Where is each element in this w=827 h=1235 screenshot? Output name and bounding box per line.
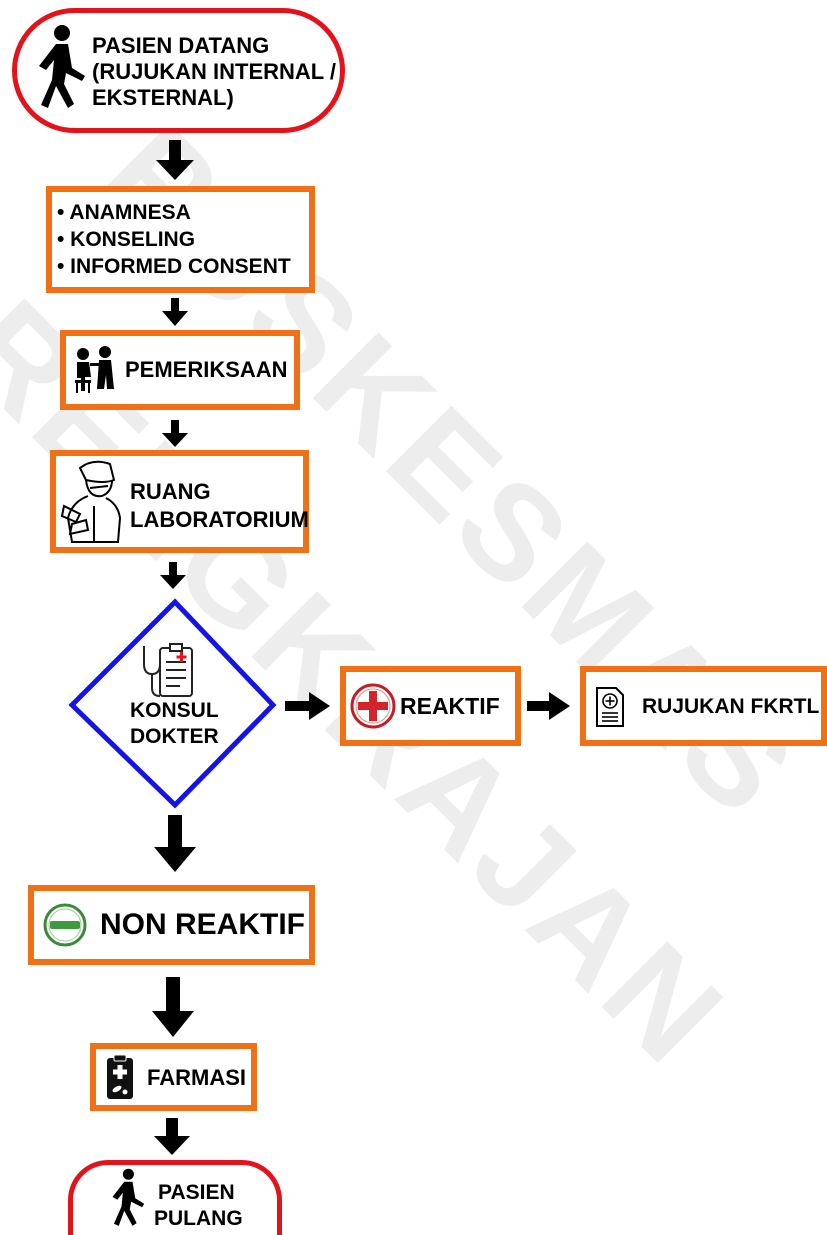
walking-person-icon: [112, 1168, 145, 1226]
walking-person-icon: [39, 25, 85, 108]
arrow-konsul-to-non-reaktif: [154, 815, 196, 872]
reaktif-box: [340, 666, 521, 746]
pharmacy-clipboard-icon: [107, 1054, 133, 1099]
start-line-3: EKSTERNAL): [92, 85, 234, 110]
arrow-lab-to-konsul: [160, 562, 186, 589]
end-line-1: PASIEN: [158, 1181, 235, 1204]
laboratorium-line-2: LABORATORIUM: [130, 507, 309, 532]
start-line-2: (RUJUKAN INTERNAL /: [92, 59, 337, 84]
end-line-2: PULANG: [154, 1207, 243, 1230]
konsul-line-2: DOKTER: [130, 725, 219, 748]
arrow-anamnesa-to-pemeriksaan: [162, 298, 188, 326]
non-reaktif-label: NON REAKTIF: [100, 908, 305, 941]
rujukan-box: [580, 666, 827, 746]
referral-document-icon: [596, 687, 624, 727]
konsul-decision-diamond: [68, 598, 277, 809]
arrow-start-to-anamnesa: [156, 140, 194, 180]
arrow-farmasi-to-end: [154, 1118, 190, 1155]
rujukan-label: RUJUKAN FKRTL: [642, 695, 820, 718]
arrow-reaktif-to-rujukan: [527, 692, 570, 720]
end-terminal: [68, 1160, 282, 1235]
farmasi-box: [90, 1043, 257, 1111]
pemeriksaan-label: PEMERIKSAAN: [125, 357, 288, 382]
konsul-line-1: KONSUL: [130, 699, 219, 722]
arrow-pemeriksaan-to-lab: [162, 420, 188, 447]
exam-icon: [75, 346, 114, 393]
arrow-konsul-to-reaktif: [285, 692, 330, 720]
reaktif-label: REAKTIF: [400, 693, 500, 719]
farmasi-label: FARMASI: [147, 1065, 246, 1090]
minus-circle-icon: [43, 903, 87, 947]
anamnesa-item: • KONSELING: [57, 228, 196, 251]
plus-circle-icon: [350, 683, 396, 729]
anamnesa-item: • INFORMED CONSENT: [57, 255, 291, 278]
lab-scientist-icon: [60, 460, 122, 543]
stethoscope-clipboard-icon: [143, 643, 193, 697]
anamnesa-box: [46, 186, 315, 293]
laboratorium-line-1: RUANG: [130, 479, 211, 504]
start-line-1: PASIEN DATANG: [92, 33, 270, 58]
anamnesa-item: • ANAMNESA: [57, 201, 191, 224]
arrow-non-reaktif-to-farmasi: [152, 977, 194, 1037]
